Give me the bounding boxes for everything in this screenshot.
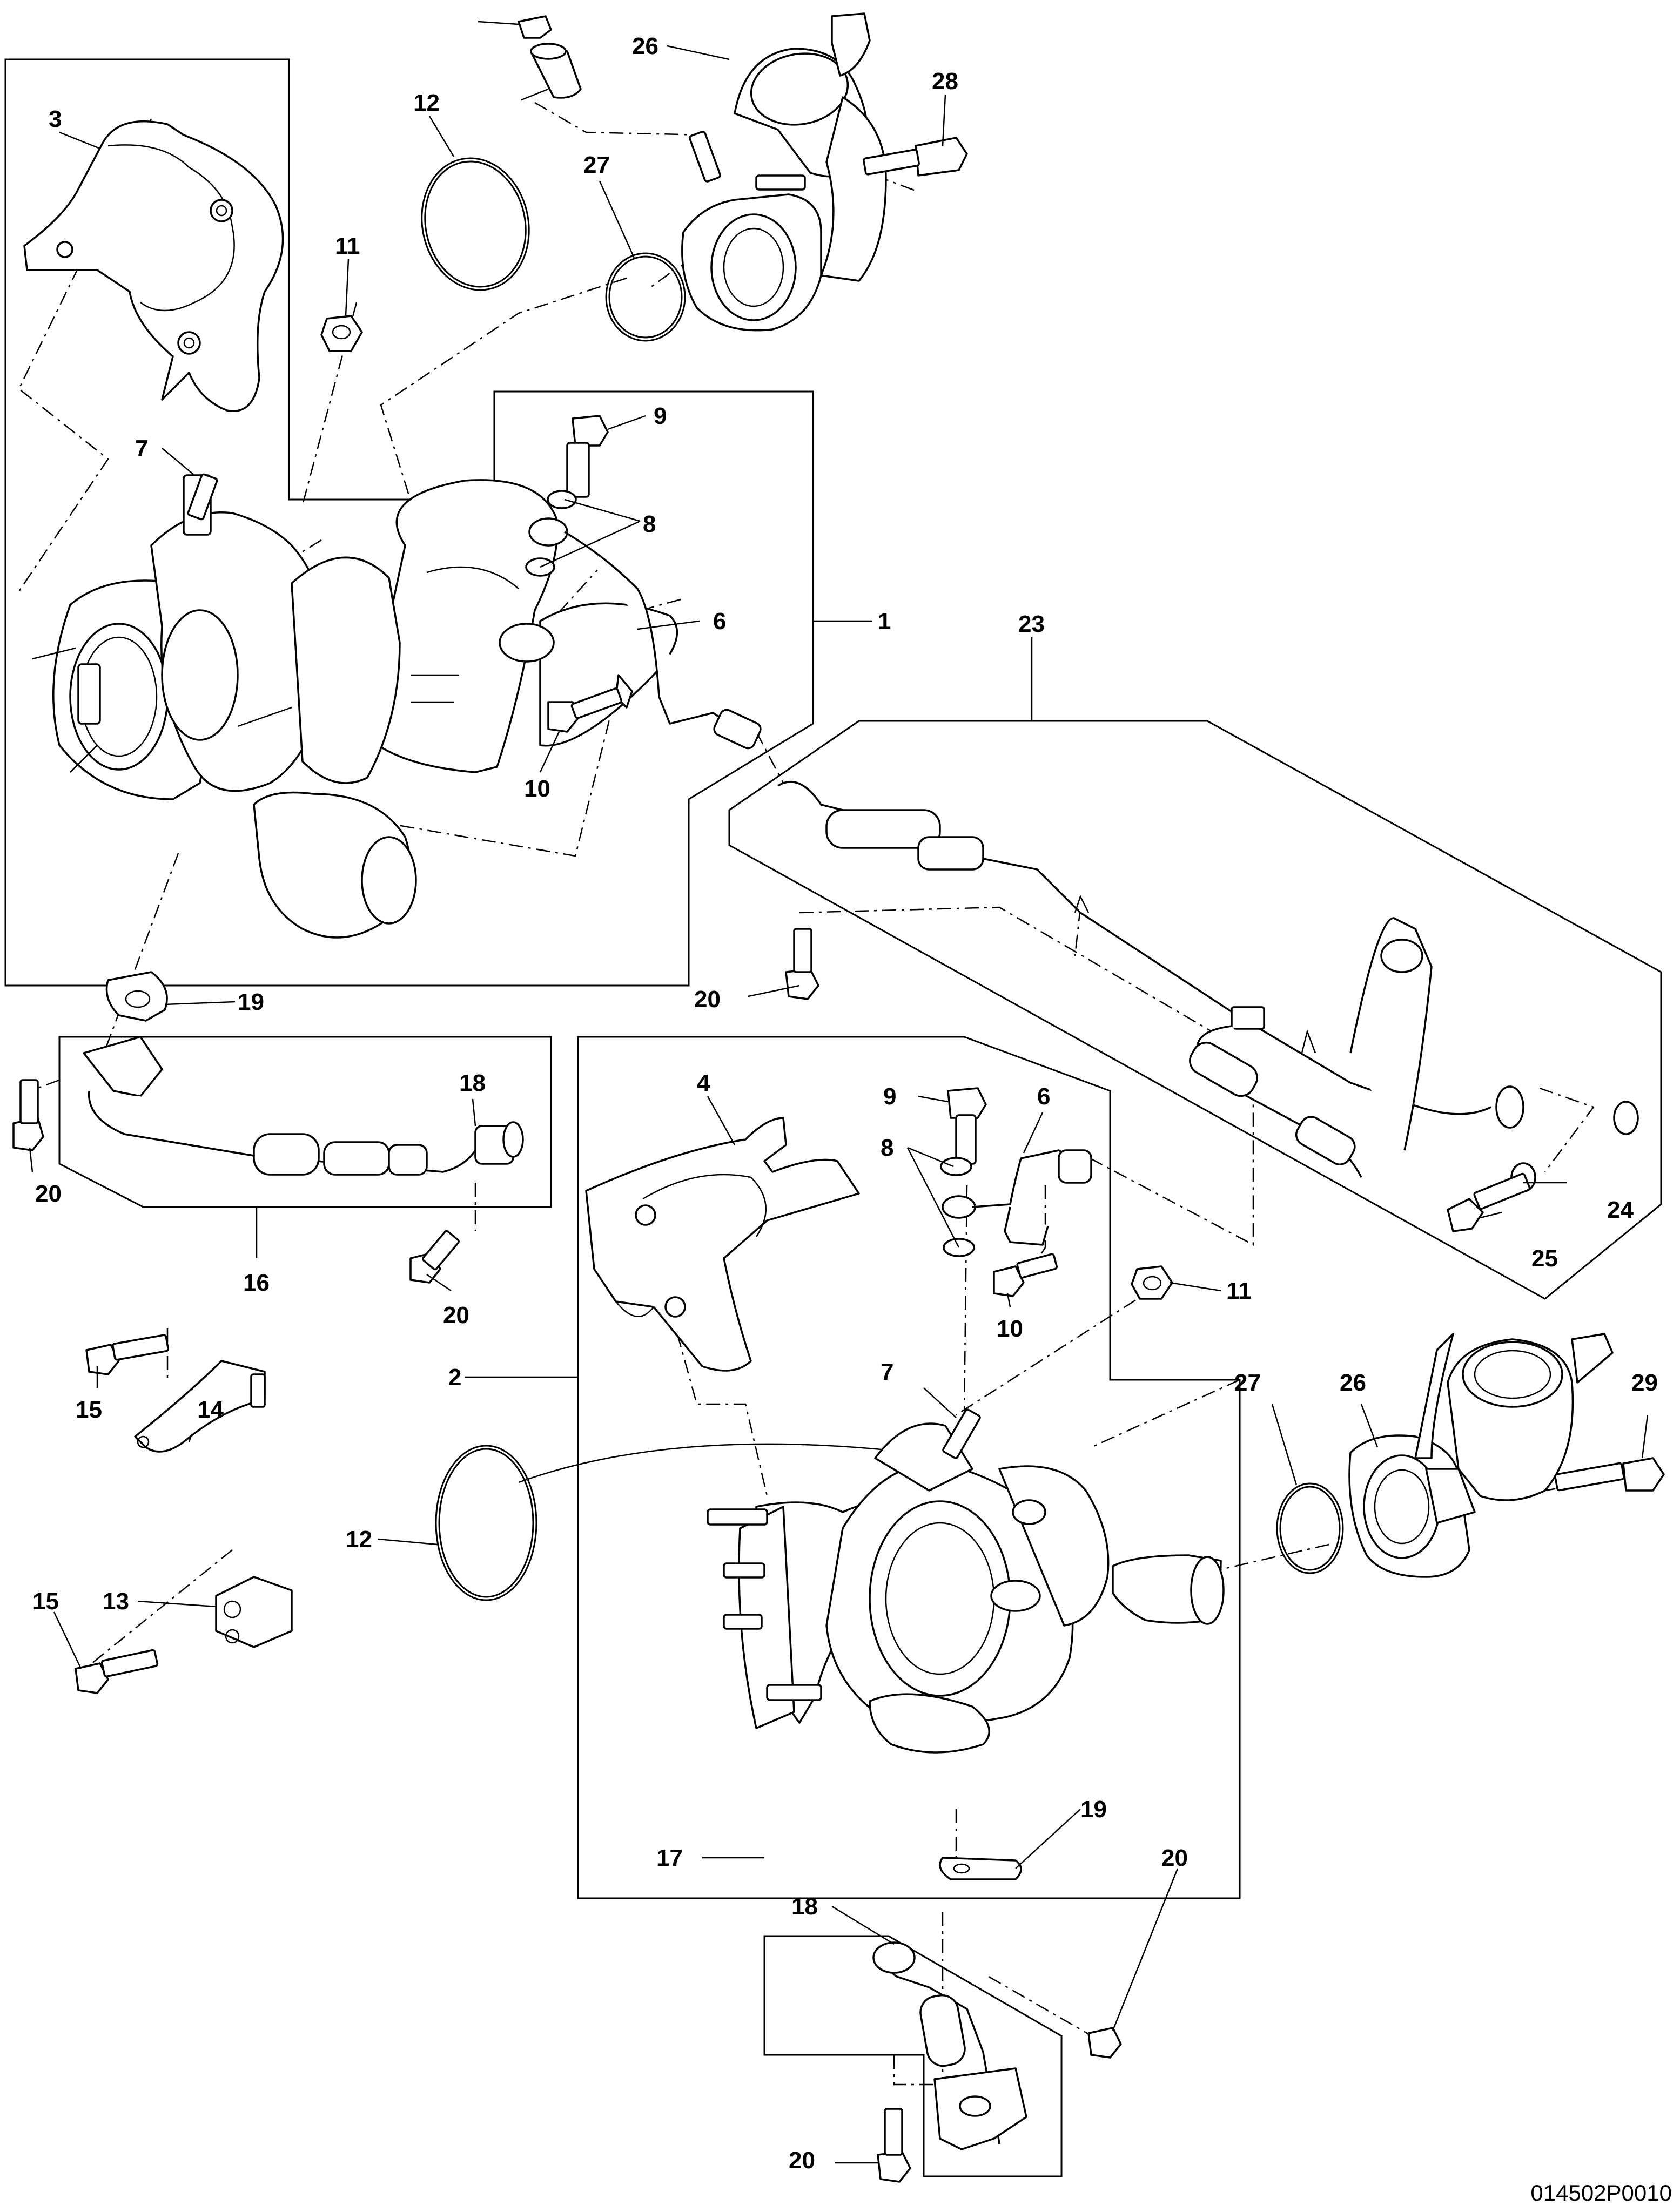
callout-15-a: 15 <box>76 1397 102 1423</box>
callout-20-a: 20 <box>35 1181 62 1207</box>
callout-8-lower: 8 <box>881 1135 893 1161</box>
bolt-part-10-top <box>547 687 623 733</box>
callout-2: 2 <box>448 1364 461 1391</box>
callout-5: 6 <box>713 608 726 635</box>
o-ring-part-26-lower <box>1276 1482 1344 1574</box>
stud-part-7-top <box>187 473 218 521</box>
bolt-part-15-b <box>75 1649 159 1694</box>
bolt-part-20-b <box>409 1230 460 1284</box>
callout-9-top: 9 <box>654 403 667 429</box>
callout-3: 3 <box>49 106 62 132</box>
washer-part-8-lower <box>940 1157 976 1257</box>
callout-7-lower: 7 <box>881 1359 893 1385</box>
washer-part-22 <box>1510 1101 1639 1192</box>
callout-1: 1 <box>878 608 891 635</box>
bolt-part-10-lower <box>993 1253 1058 1297</box>
callout-25: 26 <box>1340 1370 1366 1396</box>
bolt-part-23 <box>1447 1172 1531 1232</box>
bolt-part-15-a <box>85 1334 169 1375</box>
callout-19-top: 19 <box>238 989 264 1015</box>
oil-pipe-part-6 <box>972 1149 1092 1246</box>
callout-9-lower: 9 <box>883 1083 896 1110</box>
callout-7-top: 7 <box>135 435 148 462</box>
callout-23: 25 <box>1531 1245 1558 1272</box>
bolt-part-20-c <box>785 928 819 1000</box>
stud-part-7-lower <box>942 1408 981 1459</box>
callout-20-e: 20 <box>789 2147 815 2174</box>
turbocharger-part-2 <box>707 1422 1225 1754</box>
callout-4: 4 <box>697 1070 710 1096</box>
nut-part-11-top <box>320 315 363 352</box>
callout-17: 17 <box>656 1845 683 1871</box>
callout-14: 14 <box>197 1397 224 1423</box>
gasket-part-19-lower <box>939 1857 1022 1880</box>
callout-26-lower: 27 <box>1234 1370 1261 1396</box>
drain-pipe-part-16 <box>83 1036 524 1176</box>
callout-labels: 26 12 28 27 3 11 7 9 8 6 1 23 10 19 20 1… <box>32 33 1658 2174</box>
callout-22: 24 <box>1607 1197 1634 1223</box>
group-outline-1 <box>4 58 814 987</box>
bolt-part-20-d <box>1087 2027 1122 2059</box>
group-outline-2 <box>577 1036 1241 1899</box>
callout-10-lower: 10 <box>997 1316 1023 1342</box>
callout-24: 26 <box>632 33 658 59</box>
group-outline-17 <box>763 1935 1063 2177</box>
nut-part-11-lower <box>1131 1265 1173 1300</box>
bolt-part-20-a <box>12 1079 44 1151</box>
callout-12-top: 12 <box>413 90 440 116</box>
clip-part-29 <box>518 15 552 39</box>
heat-shield-part-3 <box>23 120 284 412</box>
callout-20-c: 20 <box>694 986 721 1013</box>
callout-8-top: 8 <box>643 511 656 537</box>
drain-pipe-part-17 <box>872 1941 1027 2150</box>
callout-18-lower: 18 <box>791 1893 818 1920</box>
assembly-lines <box>18 102 1610 2086</box>
callout-11-lower: 11 <box>1226 1278 1252 1304</box>
callout-21: 23 <box>1018 611 1045 637</box>
callout-27-lower: 29 <box>1631 1370 1658 1396</box>
intake-elbow-part-25 <box>1348 1333 1614 1578</box>
intake-elbow-part-24 <box>681 12 887 332</box>
bolt-part-27-lower <box>1554 1457 1665 1492</box>
turbocharger-part-1 <box>32 474 678 939</box>
callout-20-d: 20 <box>1161 1845 1188 1871</box>
drawing-code: 014502P0010 <box>1530 2180 1672 2206</box>
group-outline-16 <box>58 1036 552 1208</box>
callout-12-lower: 12 <box>346 1526 372 1553</box>
o-ring-part-12-lower <box>435 1443 913 1601</box>
bracket-part-14 <box>134 1360 266 1453</box>
callout-20-b: 20 <box>443 1302 469 1328</box>
callout-26-top: 27 <box>583 152 610 178</box>
callout-18-top: 18 <box>459 1070 486 1096</box>
bolt-part-9-lower <box>947 1087 987 1165</box>
leader-lines <box>29 21 1649 2164</box>
gasket-part-19-top <box>105 971 168 1022</box>
o-ring-part-12-top <box>421 157 530 291</box>
group-outline-21 <box>728 720 1662 1300</box>
callout-11-top: 11 <box>335 233 360 259</box>
callout-15-b: 15 <box>32 1588 59 1615</box>
callout-19-lower: 19 <box>1080 1796 1107 1823</box>
bolt-part-9-top <box>566 415 609 498</box>
bolt-part-27-top <box>863 137 968 177</box>
callout-13: 13 <box>103 1588 129 1615</box>
oil-line-part-21 <box>777 780 1524 1178</box>
callout-27-top: 28 <box>932 68 958 95</box>
callout-6: 6 <box>1037 1083 1050 1110</box>
bolt-part-20-e <box>877 2108 911 2183</box>
callout-10-top: 10 <box>524 775 550 802</box>
heat-shield-part-4 <box>585 1117 860 1372</box>
bracket-part-13 <box>215 1576 293 1648</box>
callout-16: 16 <box>243 1270 270 1296</box>
o-ring-part-26-top <box>605 252 686 342</box>
hose-part-28 <box>530 43 582 99</box>
